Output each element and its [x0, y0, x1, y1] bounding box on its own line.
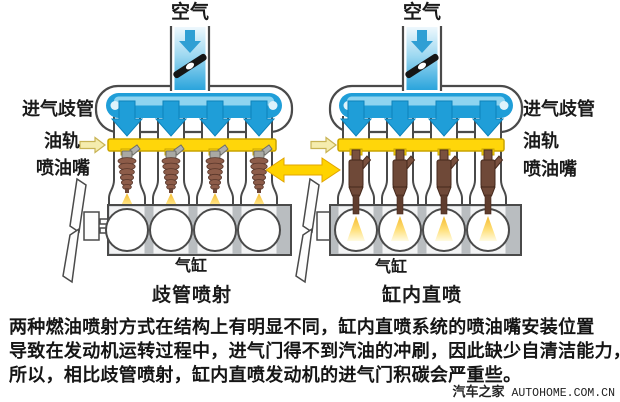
intake-pipe-with-throttle-valve-icon: [401, 24, 443, 93]
watermark: 汽车之家 AUTOHOME.COM.CN: [452, 381, 615, 400]
fuel-rail: [337, 138, 505, 152]
injector-label-right: 喷油嘴: [523, 159, 577, 179]
watermark-site-url: AUTOHOME.COM.CN: [511, 387, 615, 400]
caption-line: 导致在发动机运转过程中，进气门得不到汽油的冲刷，因此缺少自清洁能力，: [9, 341, 620, 361]
manifold-label-left: 进气歧管: [22, 99, 94, 119]
fuel-feed-arrow-icon: [310, 136, 337, 154]
air-label-right: 空气: [403, 2, 442, 23]
caption-line: 两种燃油喷射方式在结构上有明显不同，缸内直喷系统的喷油嘴安装位置: [9, 317, 595, 337]
air-flow-arrows: [339, 93, 513, 137]
exchange-arrow-icon: [265, 157, 341, 183]
engine-fan-icon: [62, 178, 113, 283]
cylinder: [193, 205, 237, 255]
air-flow-arrows: [106, 93, 282, 137]
watermark-site-name: 汽车之家: [452, 384, 505, 399]
injector-label-left: 喷油嘴: [36, 158, 90, 178]
rail-label-right: 油轨: [523, 131, 559, 151]
diagram-title-direct-injection: 缸内直喷: [382, 285, 463, 306]
diagram-title-port-injection: 歧管喷射: [152, 285, 233, 306]
fuel-feed-arrow-icon: [79, 136, 106, 154]
caption: 两种燃油喷射方式在结构上有明显不同，缸内直喷系统的喷油嘴安装位置 导致在发动机运…: [9, 315, 620, 387]
port-injection-diagram: [62, 24, 294, 283]
direct-injection-diagram: [295, 24, 524, 283]
cylinder: [237, 205, 281, 255]
cylinder: [105, 205, 149, 255]
air-label-left: 空气: [171, 2, 210, 23]
cylinder: [149, 205, 193, 255]
manifold-label-right: 进气歧管: [523, 99, 595, 119]
cylinder-label-right: 气缸: [375, 259, 408, 276]
intake-pipe-with-throttle-valve-icon: [169, 24, 211, 93]
fuel-rail: [107, 138, 277, 152]
engine-block: [105, 204, 292, 256]
rail-label-left: 油轨: [44, 131, 80, 151]
caption-line: 所以，相比歧管喷射，缸内直喷发动机的进气门积碳会严重些。: [9, 365, 522, 385]
cylinder-label-left: 气缸: [175, 258, 208, 275]
